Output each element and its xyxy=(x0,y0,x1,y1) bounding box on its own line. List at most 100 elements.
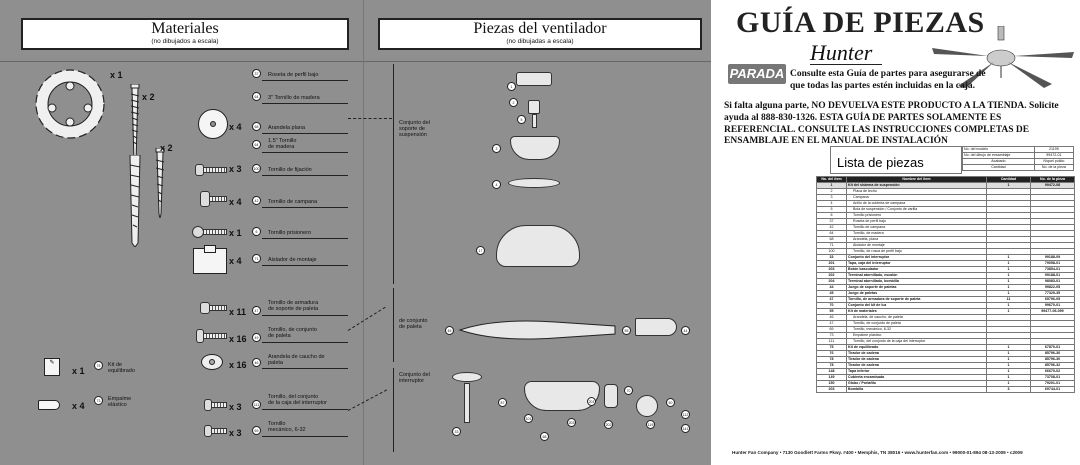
part-number-badge: 203 xyxy=(567,418,576,427)
globe-drawing xyxy=(636,395,658,417)
quantity-label: x 16 xyxy=(229,360,247,370)
parts-list-title-box: Lista de piezas xyxy=(830,146,962,174)
parts-list-title: Lista de piezas xyxy=(837,155,924,170)
mounting-insulator-drawing xyxy=(193,245,227,274)
quantity-label: x 1 xyxy=(110,70,123,80)
group-label-switch: Conjunto del interruptor xyxy=(399,372,430,384)
flat-washer-drawing xyxy=(198,109,228,139)
group-label-suspension: Conjunto del soporte de suspensión xyxy=(399,120,430,138)
group-bracket xyxy=(393,368,394,452)
part-number-badge: 33 xyxy=(452,427,461,436)
fixing-screw-drawing xyxy=(203,167,227,173)
machine-screw-drawing xyxy=(211,428,227,434)
leader-line xyxy=(262,436,348,437)
leader-line xyxy=(262,207,348,208)
part-number-badge: 68 xyxy=(540,432,549,441)
part-number-badge: 112 xyxy=(681,410,690,419)
part-number-badge: 64 xyxy=(252,140,261,149)
leader-line xyxy=(262,175,348,176)
part-label: Empalme elástico xyxy=(108,396,132,408)
switch-stem-drawing xyxy=(464,383,470,423)
parts-list-table: No. del ítem Nombre del ítem Cantidad No… xyxy=(816,176,1075,393)
leader-line xyxy=(262,103,348,104)
quantity-label: x 1 xyxy=(72,366,85,376)
fan-parts-subtitle: (no dibujadas a escala) xyxy=(506,38,574,45)
quantity-label: x 4 xyxy=(229,256,242,266)
part-number-badge: 111 xyxy=(252,400,261,409)
part-number-badge: 71 xyxy=(252,254,261,263)
part-number-badge: 44 xyxy=(681,326,690,335)
part-label: Tornillo, de conjunto de paleta xyxy=(268,327,317,339)
item-no-cell: 203 xyxy=(816,386,847,393)
part-number-badge: 49 xyxy=(252,333,261,342)
part-label: Tornillo mecánico, 6-32 xyxy=(268,421,306,433)
quantity-label: x 3 xyxy=(229,428,242,438)
part-label: Tornillo, del conjunto de la caja del in… xyxy=(268,394,328,406)
item-name-cell: Bombilla xyxy=(846,386,987,393)
quantity-label: x 3 xyxy=(229,164,242,174)
parts-guide-panel: GUÍA DE PIEZAS Hunter PARADA Consulte es… xyxy=(712,0,1080,465)
quantity-label: x 11 xyxy=(229,307,247,317)
part-label: Tornillo de campana xyxy=(268,199,318,205)
quantity-label: x 16 xyxy=(229,334,247,344)
guide-body: Si falta alguna parte, NO DEVUELVA ESTE … xyxy=(724,101,1059,147)
quantity-header: Cantidad xyxy=(962,164,1035,171)
prisoner-screw-drawing xyxy=(203,229,227,235)
hunter-logo: Hunter xyxy=(810,40,873,65)
quantity-label: x 2 xyxy=(142,92,155,102)
blade-iron-drawing xyxy=(635,318,677,336)
part-number-badge: 201 xyxy=(587,397,596,406)
part-number-badge: 87 xyxy=(498,398,507,407)
materials-subtitle: (no dibujados a escala) xyxy=(151,38,219,45)
leader-line xyxy=(262,315,348,316)
motor-housing-drawing xyxy=(496,225,580,267)
part-label: Roseta de perfil bajo xyxy=(268,72,319,78)
separator-line xyxy=(363,0,364,465)
light-kit-drawing xyxy=(524,381,600,411)
ceiling-plate-drawing xyxy=(516,72,552,86)
part-label: Aislador de montaje xyxy=(268,257,317,263)
part-number-badge: 42 xyxy=(252,196,261,205)
guide-notice: Consulte esta Guía de partes para asegur… xyxy=(790,69,986,91)
ball-mount-drawing xyxy=(528,100,540,114)
switch-screw-drawing xyxy=(211,402,227,408)
part-label: 1.5" Tornillo de madera xyxy=(268,138,297,150)
part-number-badge: 2 xyxy=(509,98,518,107)
company-footer: Hunter Fan Company • 7130 Goodlett Farms… xyxy=(732,450,1023,455)
connector-line xyxy=(348,118,392,119)
part-number-badge: 69 xyxy=(252,426,261,435)
arm-screw-drawing xyxy=(209,305,227,311)
quantity-label: x 1 xyxy=(229,228,242,238)
switch-housing-drawing xyxy=(452,372,482,382)
part-label: Arandela de caucho de paleta xyxy=(268,354,325,366)
part-number-badge: 46 xyxy=(252,358,261,367)
canopy-drawing xyxy=(510,136,560,160)
wall-anchor-drawing xyxy=(129,155,141,247)
blade-drawing xyxy=(458,320,616,340)
stop-sign-icon: PARADA xyxy=(728,64,786,84)
part-number-badge: 4 xyxy=(492,180,501,189)
part-number-header: No. de la pieza xyxy=(1033,164,1075,171)
guide-title: GUÍA DE PIEZAS xyxy=(736,6,985,39)
part-number-badge: 119 xyxy=(646,420,655,429)
part-label: Kit de equilibrado xyxy=(108,362,135,374)
part-label: Tornillo de armadura de soporte de palet… xyxy=(268,300,319,312)
fan-parts-header: Piezas del ventilador (no dibujadas a es… xyxy=(378,18,702,50)
part-number-badge: 64 xyxy=(252,92,261,101)
part-number-badge: 55 xyxy=(622,326,631,335)
part-no-cell: 69744-01 xyxy=(1030,386,1075,393)
part-number-badge: 75 xyxy=(94,361,103,370)
canopy-trim-drawing xyxy=(508,178,560,188)
materials-title: Materiales xyxy=(151,20,219,37)
part-label: Tornillo de fijación xyxy=(268,167,312,173)
leader-line xyxy=(262,80,348,81)
bell-screw-drawing xyxy=(209,196,227,202)
part-number-badge: 100 xyxy=(252,164,261,173)
parts-diagram-panel: Materiales (no dibujados a escala) Pieza… xyxy=(0,0,711,465)
leader-line xyxy=(262,133,348,134)
bulb-drawing xyxy=(604,384,618,408)
wood-screw-drawing xyxy=(155,148,165,218)
part-number-badge: 68 xyxy=(252,122,261,131)
